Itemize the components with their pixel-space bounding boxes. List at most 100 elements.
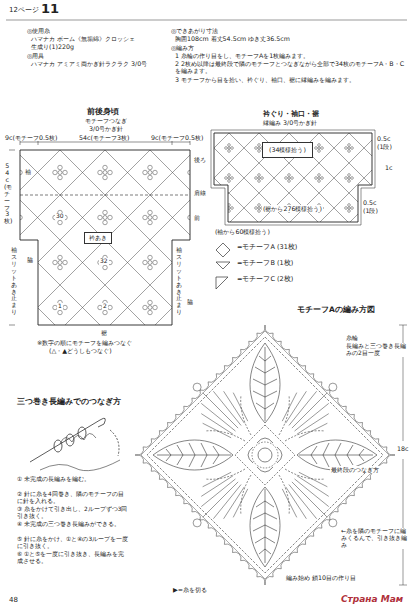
- motif-petal: [13, 175, 18, 180]
- note-text: 48: [8, 596, 19, 604]
- grid-line: [214, 0, 372, 36]
- motif-petal: [58, 255, 63, 260]
- fan-stitch: [201, 414, 233, 435]
- motif-petal: [315, 177, 318, 180]
- grid-line: [20, 155, 190, 325]
- note-text: 三つ巻き長編みでのつなぎ方: [16, 398, 122, 407]
- motif-center: [103, 171, 107, 175]
- motif-petal: [348, 144, 351, 147]
- motif-center: [348, 147, 350, 149]
- grid-line: [20, 0, 190, 55]
- opening-box: (34模様拾う): [262, 142, 313, 158]
- note-text: ◎できあがり寸法: [170, 27, 220, 34]
- motif-center: [13, 171, 17, 175]
- fan-stitch: [286, 391, 307, 423]
- motif-petal: [321, 177, 324, 180]
- note-text: 3 モチーフから目を拾い、衿ぐり、袖口、裾に縁編みを編みます。: [174, 76, 408, 83]
- motif-petal: [255, 177, 258, 180]
- note-text: 3/0号かぎ針: [88, 125, 124, 132]
- grid-line: [214, 140, 372, 298]
- motif-petal: [103, 220, 108, 225]
- edging-grid: [214, 0, 372, 610]
- motif-petal: [348, 174, 351, 177]
- note-text: ◎用具: [26, 52, 46, 59]
- motif-petal: [53, 170, 58, 175]
- fan-stitch: [295, 403, 329, 431]
- callout-number: 2: [102, 303, 108, 310]
- motif-center: [348, 177, 350, 179]
- motif-petal: [291, 177, 294, 180]
- grid-line: [214, 148, 372, 306]
- motif-petal: [98, 170, 103, 175]
- fan-stitch: [203, 472, 232, 487]
- motif-petal: [288, 174, 291, 177]
- callout-number: 30: [55, 213, 65, 220]
- motif-petal: [345, 177, 348, 180]
- motif-petal: [258, 210, 261, 213]
- motif-petal: [108, 305, 113, 310]
- motif-petal: [148, 255, 153, 260]
- motif-petal: [285, 177, 288, 180]
- grid-line: [20, 560, 190, 610]
- motif-petal: [143, 305, 148, 310]
- motif-petal: [18, 305, 23, 310]
- note-text: ハマナカ ボーム《無垢綿》クロッシェ: [30, 35, 136, 42]
- note-text: 胸囲108cm 着丈54.5cm ゆき丈36.5cm: [174, 35, 291, 42]
- note-text: (袖から60模様拾う): [214, 228, 271, 235]
- grid-line: [214, 88, 372, 246]
- motif-petal: [321, 147, 324, 150]
- note-text: Страна Мам: [340, 594, 404, 604]
- motif-center: [318, 147, 320, 149]
- legend-text: =モチーフA (31枚): [236, 244, 298, 251]
- motif-petal: [13, 220, 18, 225]
- note-text: 袖スリットあき止まり: [11, 246, 17, 317]
- note-text: 肩線: [193, 189, 207, 196]
- motif-petal: [348, 180, 351, 183]
- fan-stitch: [203, 482, 238, 517]
- motif-petal: [228, 180, 231, 183]
- grid-line: [214, 80, 372, 238]
- grid-line: [20, 605, 190, 610]
- motif-petal: [153, 170, 158, 175]
- picot: [329, 519, 337, 527]
- motif-petal: [58, 265, 63, 270]
- motif-petal: [318, 144, 321, 147]
- note-text: (1段): [376, 143, 393, 150]
- motif-petal: [258, 144, 261, 147]
- fan-stitch: [299, 423, 328, 438]
- motif-petal: [258, 174, 261, 177]
- motif-petal: [198, 305, 203, 310]
- motif-petal: [143, 260, 148, 265]
- note-text: 1 糸輪の作り目をし、モチーフAを1枚編みます。: [174, 52, 408, 59]
- motif-petal: [193, 175, 198, 180]
- grid-line: [214, 0, 372, 28]
- note-text: ⑥ ①と⑤を一度に引き抜き、長編みを完成させる。: [16, 551, 130, 564]
- motif-center: [258, 177, 260, 179]
- motif-center: [148, 171, 152, 175]
- note-text: ⑤ 針に糸をかけ、①と④の3ループを一度に引き抜く。: [16, 536, 130, 549]
- grid-line: [20, 20, 190, 190]
- edging-outline: [211, 130, 375, 225]
- note-text: 後ろ: [193, 156, 207, 163]
- motif-center: [148, 306, 152, 310]
- motif-petal: [103, 175, 108, 180]
- motif-petal: [13, 165, 18, 170]
- box-label: (34模様拾う): [269, 146, 306, 153]
- motif-petal: [148, 175, 153, 180]
- motif-center: [148, 261, 152, 265]
- motif-petal: [255, 207, 258, 210]
- page-header: 12ページ: [8, 6, 40, 14]
- motif-center: [58, 171, 62, 175]
- grid-line: [214, 110, 372, 268]
- fan-stitch: [213, 391, 241, 425]
- fan-stitch: [213, 485, 241, 519]
- motif-petal: [13, 210, 18, 215]
- motif-petal: [193, 310, 198, 315]
- grid-line: [214, 0, 372, 6]
- motif-petal: [63, 260, 68, 265]
- motif-center: [148, 216, 152, 220]
- note-text: 脇: [26, 256, 34, 263]
- motif-petal: [108, 170, 113, 175]
- note-text: 18c: [396, 445, 409, 452]
- motif-petal: [148, 310, 153, 315]
